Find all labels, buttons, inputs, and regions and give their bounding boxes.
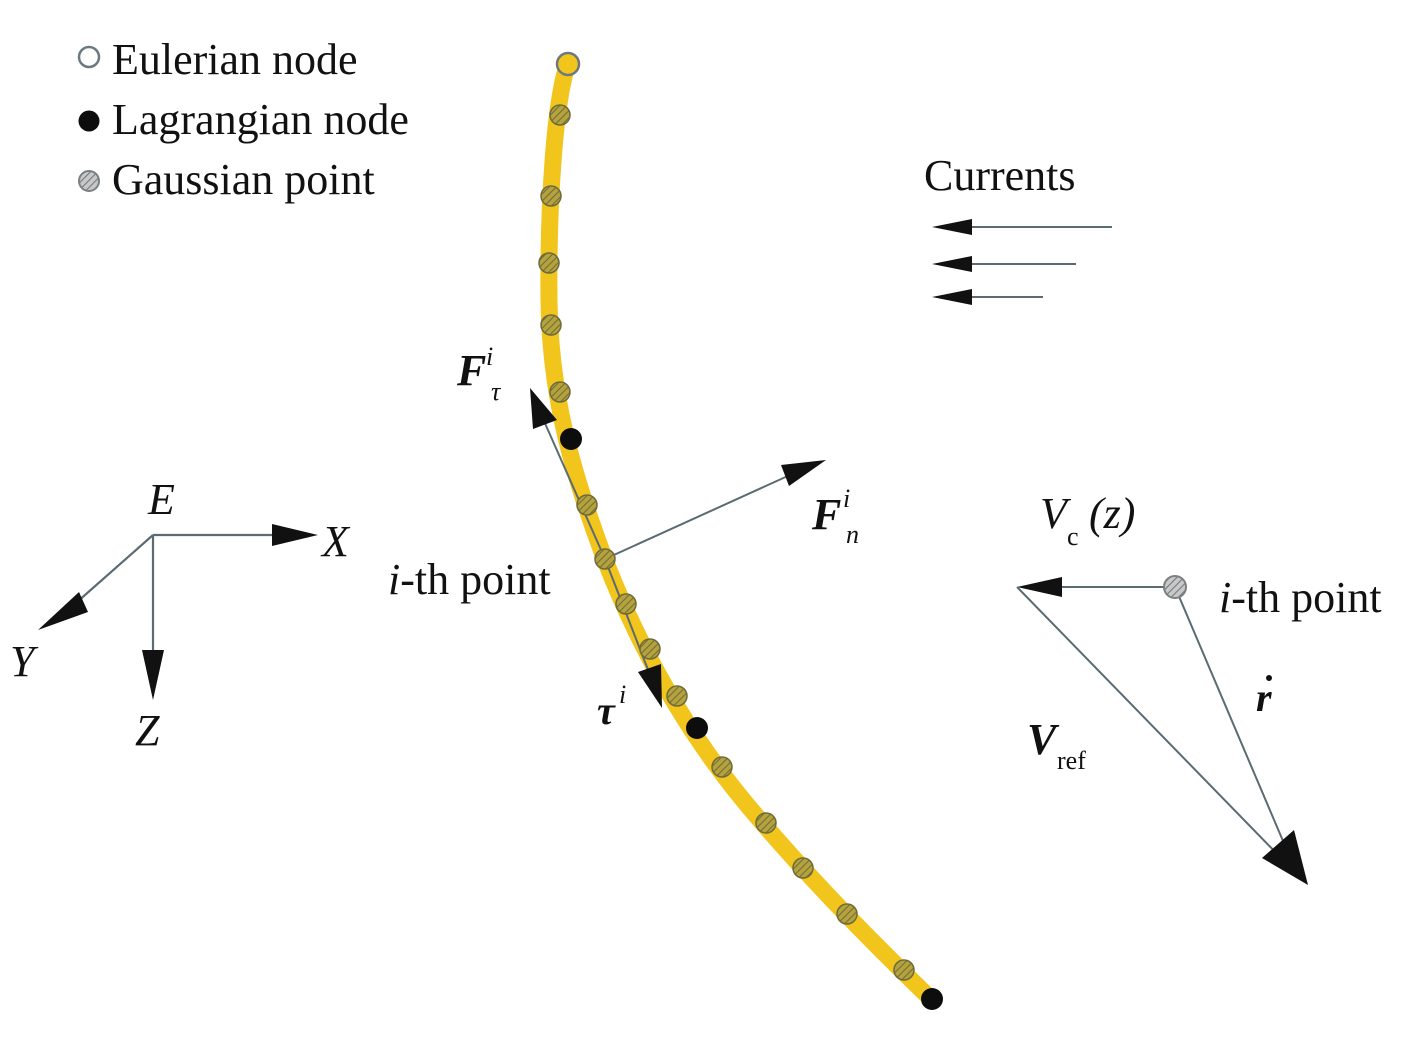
cable-line — [540, 54, 941, 1009]
gaussian-points — [538, 104, 915, 981]
gaussian-point — [549, 381, 571, 403]
arrowhead-icon — [38, 592, 88, 630]
lagrangian-node — [686, 717, 708, 739]
gaussian-point — [615, 593, 637, 615]
vc-sub: c — [1067, 522, 1079, 551]
gaussian-point — [666, 685, 688, 707]
arrowhead-icon — [1017, 577, 1062, 597]
tangent-unit-vector — [604, 558, 653, 681]
rdot-dot-icon — [1266, 675, 1272, 681]
legend-eulerian-label: Eulerian node — [112, 35, 358, 84]
axis-x-label: X — [320, 517, 351, 566]
legend: Eulerian node Lagrangian node Gaussian p… — [77, 35, 409, 204]
gaussian-point — [755, 812, 777, 834]
tangential-force-vector — [539, 411, 606, 560]
gaussian-point-i — [594, 548, 616, 570]
normal-force-sup: i — [843, 484, 850, 513]
gaussian-point — [893, 959, 915, 981]
tangent-vector-sup: i — [619, 680, 626, 709]
lagrangian-node — [560, 428, 582, 450]
eulerian-node-icon — [77, 45, 101, 69]
gaussian-point-icon — [1163, 575, 1187, 599]
eulerian-node — [555, 51, 581, 77]
vref-sub: ref — [1057, 746, 1086, 775]
currents-label: Currents — [924, 151, 1076, 200]
normal-force-label: F — [811, 490, 841, 539]
currents-indicator: Currents — [924, 151, 1112, 305]
coordinate-axes: E X Y Z — [10, 475, 351, 755]
arrowhead-icon — [272, 524, 318, 546]
vc-arg: (z) — [1089, 489, 1135, 538]
cable — [530, 51, 943, 1010]
gaussian-point — [711, 756, 733, 778]
arrowhead-icon — [932, 219, 972, 235]
gaussian-point — [836, 903, 858, 925]
ith-point-label-right: i-th point — [1219, 573, 1382, 622]
arrowhead-icon — [142, 650, 164, 700]
gaussian-point-icon — [78, 170, 100, 192]
legend-lagrangian-label: Lagrangian node — [112, 95, 409, 144]
tangential-force-sup: i — [486, 342, 493, 371]
arrowhead-icon — [530, 388, 557, 429]
tangent-vector-label: τ — [597, 688, 616, 733]
normal-force-sub: n — [846, 520, 859, 549]
axis-y-label: Y — [10, 637, 39, 686]
axis-z-label: Z — [135, 706, 160, 755]
gaussian-point — [549, 104, 571, 126]
arrowhead-icon — [638, 664, 662, 708]
lagrangian-node — [921, 988, 943, 1010]
arrowhead-icon — [781, 460, 826, 486]
ith-point-label: i-th point — [388, 555, 551, 604]
tangential-force-label: F — [456, 346, 486, 395]
velocity-triangle: V c (z) i-th point r V ref — [1016, 489, 1382, 885]
rdot-label: r — [1256, 675, 1272, 720]
normal-force-vector — [604, 474, 791, 560]
arrowhead-icon — [1262, 830, 1308, 885]
gaussian-point — [792, 857, 814, 879]
lagrangian-node-icon — [78, 110, 100, 132]
gaussian-point — [639, 638, 661, 660]
axis-origin-label: E — [147, 475, 175, 524]
gaussian-point — [540, 314, 562, 336]
gaussian-point — [576, 494, 598, 516]
gaussian-point — [538, 252, 560, 274]
gaussian-point — [540, 185, 562, 207]
vref-label: V — [1027, 715, 1060, 764]
vc-label: V — [1040, 489, 1072, 538]
tangential-force-sub: τ — [491, 377, 502, 406]
arrowhead-icon — [932, 256, 972, 272]
legend-gaussian-label: Gaussian point — [112, 155, 375, 204]
arrowhead-icon — [932, 289, 972, 305]
